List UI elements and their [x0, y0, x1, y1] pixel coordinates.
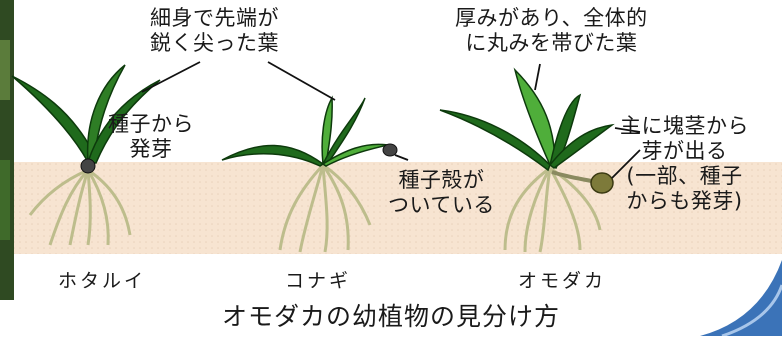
konagi-leaf	[322, 97, 366, 168]
annotation-tuber-sprout: 主に塊茎から 芽が出る (一部、種子 からも発芽)	[620, 114, 749, 213]
omodaka-tuber	[590, 172, 614, 194]
annotation-seed-husk: 種子殻が ついている	[388, 168, 495, 217]
hotarui-leaf	[87, 79, 161, 164]
hotarui-plant	[11, 64, 161, 246]
konagi-leaf	[221, 144, 325, 167]
omodaka-leaf	[439, 109, 551, 172]
hotarui-roots	[28, 168, 132, 246]
omodaka-leaf	[513, 67, 556, 166]
konagi-plant	[221, 95, 398, 253]
konagi-seed-husk	[382, 143, 398, 157]
annotation-seed-sprout: 種子から 発芽	[108, 112, 194, 161]
hotarui-leaf	[11, 75, 93, 164]
soil-band	[14, 162, 782, 254]
hotarui-seed	[80, 158, 96, 174]
annotation-rounded-leaf: 厚みがあり、全体的 に丸みを帯びた葉	[455, 6, 648, 55]
figure-caption: オモダカの幼植物の見分け方	[221, 302, 560, 331]
konagi-roots	[278, 163, 372, 253]
omodaka-plant	[439, 67, 615, 253]
plant-name-hotarui: ホタルイ	[57, 270, 147, 292]
plant-name-omodaka: オモダカ	[517, 270, 607, 292]
leader-lines	[141, 61, 641, 179]
annotation-slender-leaf: 細身で先端が 鋭く尖った葉	[150, 6, 279, 55]
corner-arc	[700, 260, 782, 336]
plant-name-konagi: コナギ	[284, 270, 352, 292]
omodaka-leaf	[548, 123, 615, 169]
hotarui-leaf	[86, 64, 126, 164]
